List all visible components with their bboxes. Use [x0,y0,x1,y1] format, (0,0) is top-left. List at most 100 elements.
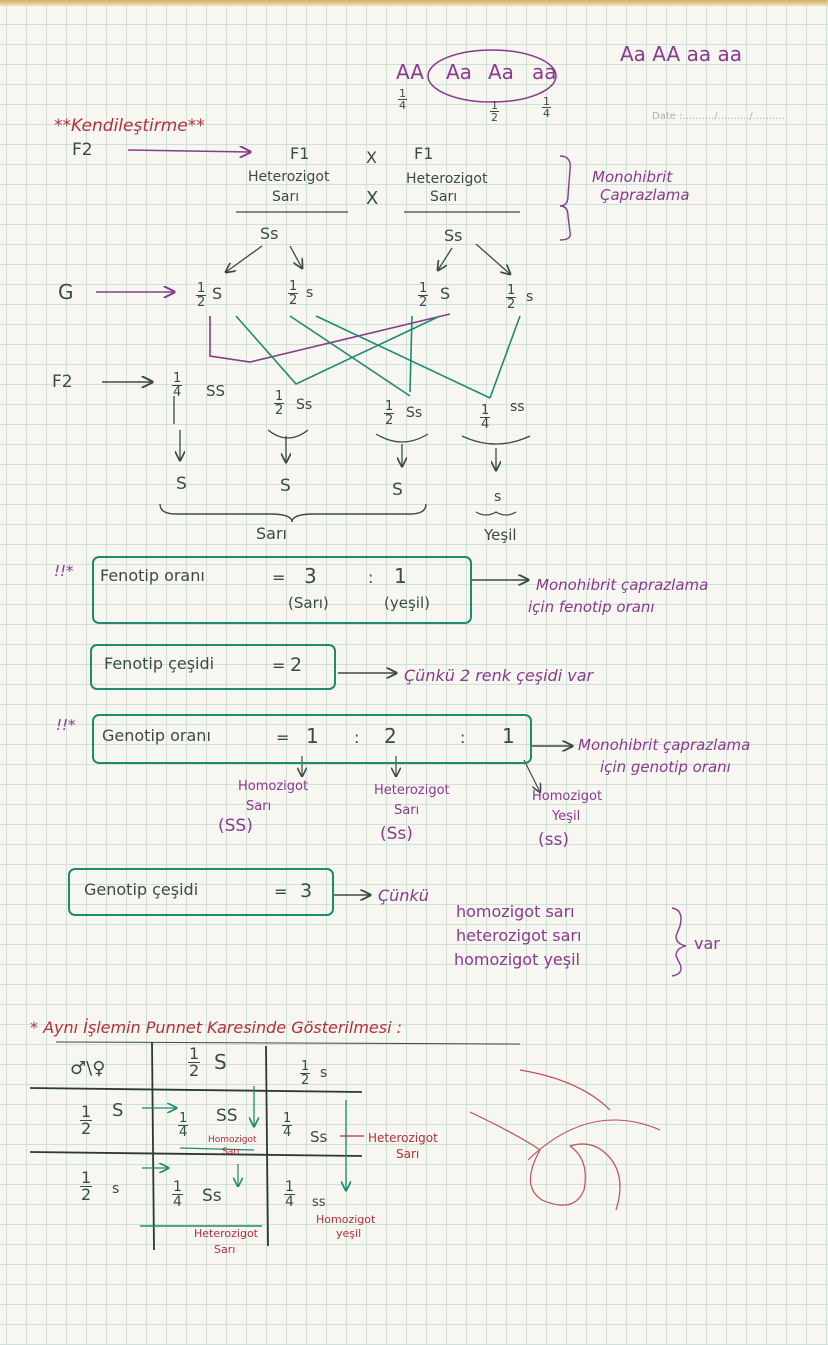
fenotip-orani-mark: !!* [54,562,74,580]
offspring-3-pheno: S [392,480,403,500]
punnett-cell-1-genotype: SS [216,1106,238,1126]
cross-symbol-top: X [366,148,377,167]
punnett-cell-4-label-1: Homozigot [316,1213,376,1226]
fenotip-orani-note-2: için fenotip oranı [528,598,655,616]
cross-symbol: X [366,188,379,209]
gamete-2-allele: s [306,285,314,301]
f2-arrow [127,150,250,152]
offspring-2-genotype: Ss [296,397,313,413]
parent-right-genotype: Ss [444,226,463,245]
genotip-orani-v2: 2 [384,724,397,748]
genotip-orani-note-1: Monohibrit çaprazlama [578,736,751,754]
header-genotype-2: Aa [446,60,472,84]
fenotip-orani-sep: : [368,568,374,587]
genotip-annot-2-color: Sarı [394,803,420,818]
punnett-corner: ♂\♀ [70,1058,106,1079]
punnett-cell-2-label-1: Heterozigot [368,1131,438,1145]
pheno-group-green: Yeşil [484,526,517,544]
fenotip-cesidi-value: 2 [290,654,303,676]
genotip-annot-2-genotype: (Ss) [380,824,413,844]
date-label: Date :........../........../.......... [652,111,785,122]
fenotip-orani-v1: 3 [304,564,317,588]
genotip-annot-3-type: Homozigot [532,789,603,804]
pheno-group-yellow: Sarı [256,524,287,543]
fenotip-cesidi-box [90,644,336,690]
offspring-3-genotype: Ss [406,405,423,421]
fenotip-orani-v2: 1 [394,564,407,588]
punnett-cell-4-label-2: yeşil [336,1227,362,1240]
genotip-annot-1-genotype: (SS) [218,816,253,836]
genotip-orani-note-2: için genotip oranı [600,758,731,776]
gamete-4-allele: s [526,289,534,305]
genotip-orani-eq: = [276,728,290,747]
punnett-cell-4-genotype: ss [312,1195,326,1210]
fenotip-orani-eq: = [272,568,286,587]
fenotip-orani-note-1: Monohibrit çaprazlama [536,576,709,594]
genotip-orani-sep1: : [354,728,360,747]
punnett-cell-2-label-2: Sarı [396,1147,420,1161]
genotip-annot-1-type: Homozigot [238,779,309,794]
genotip-annot-3-genotype: (ss) [538,830,569,850]
genotip-orani-v3: 1 [502,724,515,748]
genotip-orani-mark: !!* [56,716,76,734]
fenotip-cesidi-label: Fenotip çeşidi [104,654,215,673]
genotip-annot-3-color: Yeşil [552,809,581,824]
fenotip-orani-box [92,556,472,624]
page-top-edge [0,0,828,6]
offspring-1-genotype: SS [206,382,226,400]
monohibrit-note-1: Monohibrit [592,168,673,186]
offspring-1-pheno: S [176,474,187,494]
genotip-cesidi-item-3: homozigot yeşil [454,950,580,969]
genotip-orani-sep2: : [460,728,466,747]
monohibrit-note-2: Çaprazlama [600,186,690,204]
header-right-genotypes: Aa AA aa aa [620,42,742,66]
parent-right-color: Sarı [430,189,458,205]
genotip-cesidi-item-1: homozigot sarı [456,902,575,921]
genotip-cesidi-box [68,868,334,916]
fenotip-cesidi-note: Çünkü 2 renk çeşidi var [404,666,594,685]
gamete-1-allele: S [212,284,223,303]
offspring-4-genotype: ss [510,399,525,415]
page-title: **Kendileştirme** [54,116,205,136]
punnett-title: * Aynı İşlemin Punnet Karesinde Gösteril… [30,1018,402,1037]
genotip-cesidi-note-tail: var [694,934,720,953]
punnett-col-2-allele: s [320,1065,328,1081]
offspring-4-pheno: s [494,489,502,505]
header-genotype-3: Aa [488,60,514,84]
punnett-cell-1-label-2: Sarı [222,1147,240,1157]
gamete-3-allele: S [440,284,451,303]
gen-label-g: G [58,280,74,304]
genotip-orani-v1: 1 [306,724,319,748]
genotip-cesidi-value: 3 [300,880,313,902]
punnett-cell-3-label-2: Sarı [214,1243,236,1256]
parent-left-gen: F1 [290,144,310,163]
genotip-cesidi-eq: = [274,882,288,901]
header-genotype-4: aa [532,60,557,84]
punnett-row-2-allele: s [112,1181,120,1197]
header-genotype-1: AA [396,60,424,84]
genotip-annot-1-color: Sarı [246,799,272,814]
genotip-annot-2-type: Heterozigot [374,783,450,798]
fenotip-cesidi-eq: = [272,656,286,675]
parent-left-type: Heterozigot [248,169,330,185]
offspring-2-pheno: S [280,476,291,496]
fenotip-orani-n2: (yeşil) [384,594,430,612]
gen-label-f2-top: F2 [72,140,93,160]
parent-right-gen: F1 [414,144,434,163]
